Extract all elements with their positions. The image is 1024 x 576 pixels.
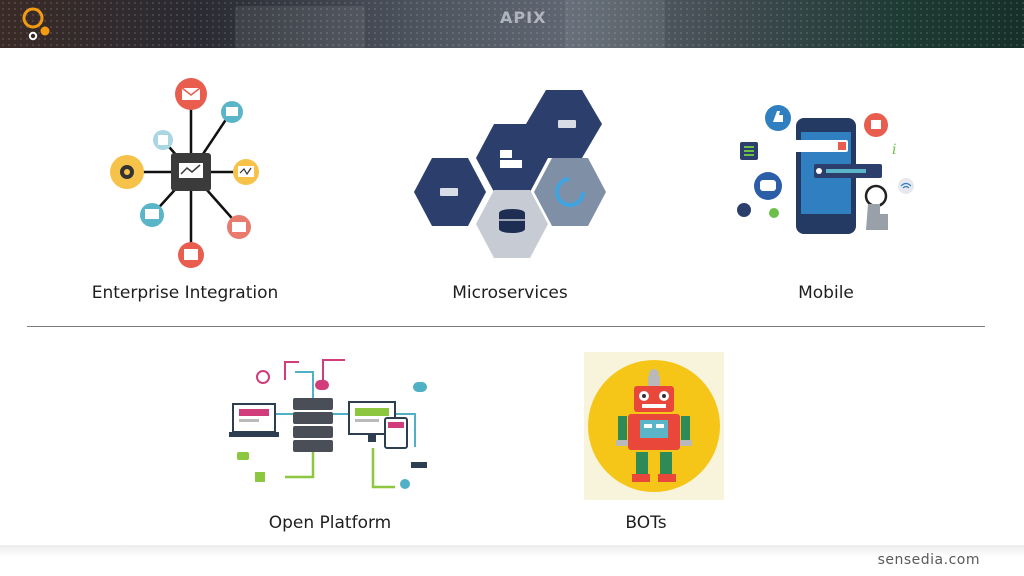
smartphone-apps-icon: i bbox=[737, 105, 914, 234]
solution-label: Mobile bbox=[798, 283, 854, 303]
solution-label: Enterprise Integration bbox=[91, 283, 279, 303]
network-hub-icon bbox=[110, 78, 259, 268]
banner-texture bbox=[0, 0, 1024, 48]
hexagon-cluster-icon bbox=[414, 90, 606, 258]
sensedia-circles-icon[interactable] bbox=[20, 6, 56, 42]
svg-text:i: i bbox=[892, 142, 896, 158]
header-banner: APIX bbox=[0, 0, 1024, 48]
footer-strip bbox=[0, 545, 1024, 576]
solution-label: BOTs bbox=[625, 513, 667, 533]
banner-sign: APIX bbox=[500, 8, 547, 27]
banner-screen bbox=[565, 0, 665, 48]
brand-url[interactable]: sensedia.com bbox=[877, 552, 980, 568]
server-flow-icon bbox=[229, 359, 427, 489]
solution-label: Microservices bbox=[452, 283, 568, 303]
banner-screen bbox=[235, 6, 365, 48]
solution-label: Open Platform bbox=[268, 513, 392, 533]
robot-icon bbox=[584, 352, 724, 500]
section-divider bbox=[27, 326, 985, 327]
